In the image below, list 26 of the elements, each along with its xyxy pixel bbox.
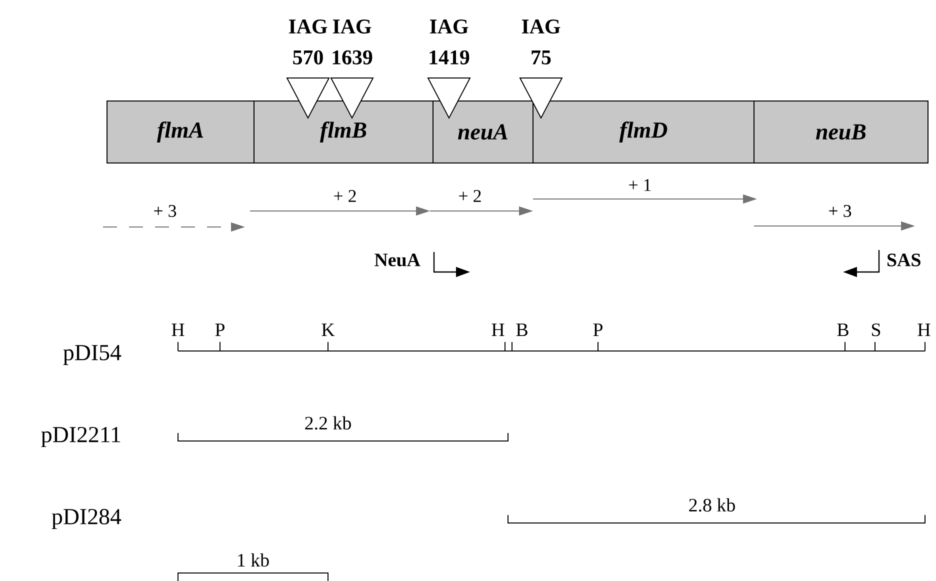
site-label: S xyxy=(872,323,880,336)
gene-box: neuB xyxy=(754,100,928,164)
frame-label: + 2 xyxy=(332,189,358,203)
plasmid-label: pDI2211 xyxy=(41,426,120,447)
frame-label: + 2 xyxy=(457,189,483,203)
frame-label: + 3 xyxy=(152,204,178,218)
fragment-size: 2.2 kb xyxy=(305,416,351,430)
scale-label: 1 kb xyxy=(238,553,269,567)
plasmid-label: pDI284 xyxy=(52,508,122,530)
gene-box: neuA xyxy=(432,100,534,164)
gene-box: flmA xyxy=(106,100,254,164)
site-label: H xyxy=(918,324,930,336)
site-label: B xyxy=(516,324,528,336)
site-label: K xyxy=(322,324,335,336)
promoter-label: SAS xyxy=(888,254,920,266)
fragment-size: 2.8 kb xyxy=(689,498,735,512)
site-label: H xyxy=(172,324,184,336)
frame-label: + 1 xyxy=(627,178,653,192)
frame-label: + 3 xyxy=(827,204,853,218)
site-label: P xyxy=(215,324,224,336)
site-label: B xyxy=(837,324,848,336)
promoter-label: NeuA xyxy=(374,254,420,266)
gene-box: flmB xyxy=(254,100,434,164)
plasmid-label: pDI54 xyxy=(63,345,122,365)
site-label: H xyxy=(492,324,504,336)
site-label: P xyxy=(593,324,602,336)
